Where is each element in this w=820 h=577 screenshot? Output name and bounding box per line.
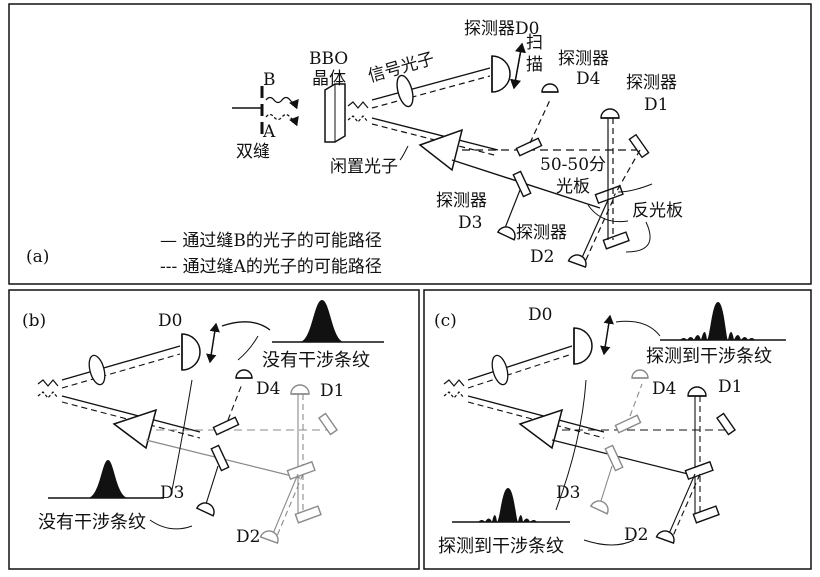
panel-c-label: (c) (434, 311, 457, 331)
signal-path-a (371, 75, 491, 109)
b-no-fringe-bottom: 没有干涉条纹 (38, 512, 146, 533)
zigzag-out-2 (347, 115, 369, 123)
d0-label: 探测器D0 (464, 19, 539, 39)
b-d3-detector (195, 502, 215, 517)
d4-label-2: D4 (576, 69, 600, 89)
d4-label-1: 探测器 (558, 49, 609, 69)
c-prism (518, 408, 564, 450)
c-top-fringe (680, 302, 755, 340)
b-d2-detector (259, 530, 279, 544)
c-d0-label: D0 (528, 305, 552, 325)
d3-detector (496, 226, 516, 241)
panel-a-frame (8, 3, 812, 285)
wave-a (265, 113, 299, 127)
b-d4-detector (235, 369, 253, 379)
double-slit-label: 双缝 (236, 142, 270, 162)
b-d2-label: D2 (236, 527, 260, 547)
slit-a-label: A (262, 122, 276, 142)
bbo-label-1: BBO (309, 49, 348, 69)
d0-detector (491, 55, 511, 93)
c-fringe-bottom: 探测到干涉条纹 (438, 536, 564, 557)
signal-path-b (371, 67, 491, 101)
mirror-label: 反光板 (632, 201, 683, 221)
d1-detector (600, 108, 620, 119)
d3-label-2: D3 (458, 213, 482, 233)
zigzag-out-1 (347, 101, 369, 109)
c-d4-label: D4 (652, 379, 676, 399)
panel-b-label: (b) (22, 311, 46, 331)
legend-b: — 通过缝B的光子的可能路径 (160, 231, 382, 251)
scan-label-1: 扫 (526, 33, 543, 53)
b-d1-detector (290, 384, 310, 395)
bs-d3 (512, 170, 532, 198)
bs-label-1: 50-50分 (540, 155, 606, 175)
b-top-peak (300, 300, 344, 342)
c-fringe-top: 探测到干涉条纹 (646, 346, 772, 367)
b-d0-label: D0 (158, 311, 182, 331)
scan-label-2: 描 (526, 55, 543, 75)
mirror-lower (602, 231, 630, 250)
d1-label-2: D1 (644, 95, 668, 115)
c-d4-detector (631, 369, 649, 379)
c-d1-detector (687, 386, 707, 397)
b-prism (112, 408, 158, 450)
d2-label-2: D2 (530, 247, 554, 267)
panel-a-label: (a) (26, 247, 49, 267)
b-d0-detector (181, 333, 201, 371)
b-d1-label: D1 (320, 381, 344, 401)
b-signal-lens (88, 354, 106, 386)
idler-photon-label: 闲置光子 (330, 157, 398, 177)
mirror-right (628, 133, 650, 159)
d2-detector (567, 254, 587, 268)
slit-b-label: B (263, 70, 276, 90)
c-bottom-fringe (478, 488, 537, 522)
panel-c: (c) D0 探测到干涉条纹 D4 D3 D1 (434, 302, 786, 557)
signal-lens (396, 74, 414, 108)
idler-path-b (371, 117, 499, 151)
b-bottom-peak (88, 460, 128, 498)
d4-detector (541, 83, 559, 93)
bbo-label-2: 晶体 (312, 69, 346, 89)
b-no-fringe-top: 没有干涉条纹 (262, 350, 370, 371)
panel-b-frame (8, 289, 420, 570)
d2-label-1: 探测器 (516, 223, 567, 243)
bs-label-2: 光板 (556, 177, 590, 197)
prism (418, 128, 464, 172)
wave-b (265, 96, 299, 110)
panel-c-frame (423, 289, 812, 570)
panel-a: (a) BBO 晶体 B A 双缝 信号光子 闲置光子 探测器D0 扫 描 探测… (26, 19, 683, 277)
c-d2-label: D2 (624, 525, 648, 545)
panel-b: (b) D0 没有干涉条纹 D4 D3 (22, 300, 384, 547)
b-d3-label: D3 (160, 483, 184, 503)
c-d0-detector (573, 327, 593, 365)
legend-a: --- 通过缝A的光子的可能路径 (160, 257, 382, 277)
bs-d4 (515, 137, 543, 157)
d3-label-1: 探测器 (436, 191, 487, 211)
d1-label-1: 探测器 (626, 73, 677, 93)
b-d4-label: D4 (256, 379, 280, 399)
c-d3-label: D3 (556, 483, 580, 503)
c-d2-detector (655, 530, 675, 544)
c-d1-label: D1 (718, 377, 742, 397)
c-d3-detector (589, 500, 609, 515)
